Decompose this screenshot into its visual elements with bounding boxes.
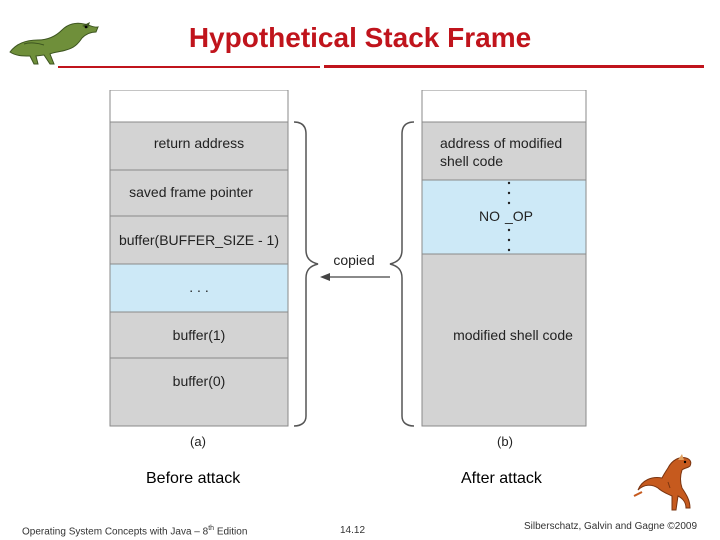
stack-a-saved-frame-pointer-label: saved frame pointer xyxy=(129,184,253,200)
dinosaur-mascot-icon xyxy=(633,454,692,511)
stack-b-address-cell xyxy=(421,121,587,181)
stack-a-ellipsis-label: . . . xyxy=(189,279,208,295)
stack-b-caption-label: (b) xyxy=(497,434,513,449)
before-attack-caption: Before attack xyxy=(146,470,241,487)
after-attack-caption: After attack xyxy=(461,470,542,487)
stack-b-shell-code-cell xyxy=(421,253,587,427)
title-rule-right xyxy=(324,65,704,68)
stack-a-caption-label: (a) xyxy=(190,434,206,449)
footer-book-prefix: Operating System Concepts with Java – 8 xyxy=(22,526,209,538)
stack-a-buffer-top-cell xyxy=(109,215,289,265)
stack-a-buffer-top-label: buffer(BUFFER_SIZE - 1) xyxy=(119,232,279,248)
stack-b-noop-cell xyxy=(421,179,587,255)
stack-frame-diagram: return address saved frame pointer buffe… xyxy=(109,90,587,449)
footer-copyright: Silberschatz, Galvin and Gagne ©2009 xyxy=(524,521,698,532)
footer-book-title: Operating System Concepts with Java – 8t… xyxy=(22,525,247,537)
slide-title: Hypothetical Stack Frame xyxy=(188,22,532,53)
stack-a-top-cell xyxy=(109,90,289,123)
stack-b-noop-label-right: _OP xyxy=(504,208,533,224)
stack-b: address of modified shell code NO _OP mo… xyxy=(421,90,587,449)
copied-label: copied xyxy=(333,252,374,268)
stack-b-shell-code-label: modified shell code xyxy=(453,327,573,343)
stack-a-buffer1-label: buffer(1) xyxy=(173,327,226,343)
footer-book-suffix: Edition xyxy=(214,526,248,538)
stack-a-buffer0-cell xyxy=(109,357,289,427)
stack-b-brace xyxy=(389,121,415,427)
stack-a-return-address-label: return address xyxy=(154,135,244,151)
stack-a-buffer1-cell xyxy=(109,311,289,359)
stack-b-dots xyxy=(507,181,511,252)
stack-b-address-label-line1: address of modified xyxy=(440,135,562,151)
stack-b-address-label-line2: shell code xyxy=(440,153,503,169)
footer-book-sup: th xyxy=(208,525,215,532)
stack-a-buffer0-label: buffer(0) xyxy=(173,373,226,389)
stack-b-noop-label-left: NO xyxy=(479,208,500,224)
copied-arrow-head-icon xyxy=(320,273,330,281)
footer-page-number: 14.12 xyxy=(340,525,366,536)
title-rule-left xyxy=(58,66,320,68)
dinosaur-logo-icon xyxy=(9,22,99,65)
stack-b-top-cell xyxy=(421,90,587,123)
stack-a: return address saved frame pointer buffe… xyxy=(109,90,289,449)
stack-a-brace xyxy=(293,121,319,427)
stack-a-ellipsis-cell xyxy=(109,263,289,313)
stack-a-saved-frame-pointer-cell xyxy=(109,169,289,217)
